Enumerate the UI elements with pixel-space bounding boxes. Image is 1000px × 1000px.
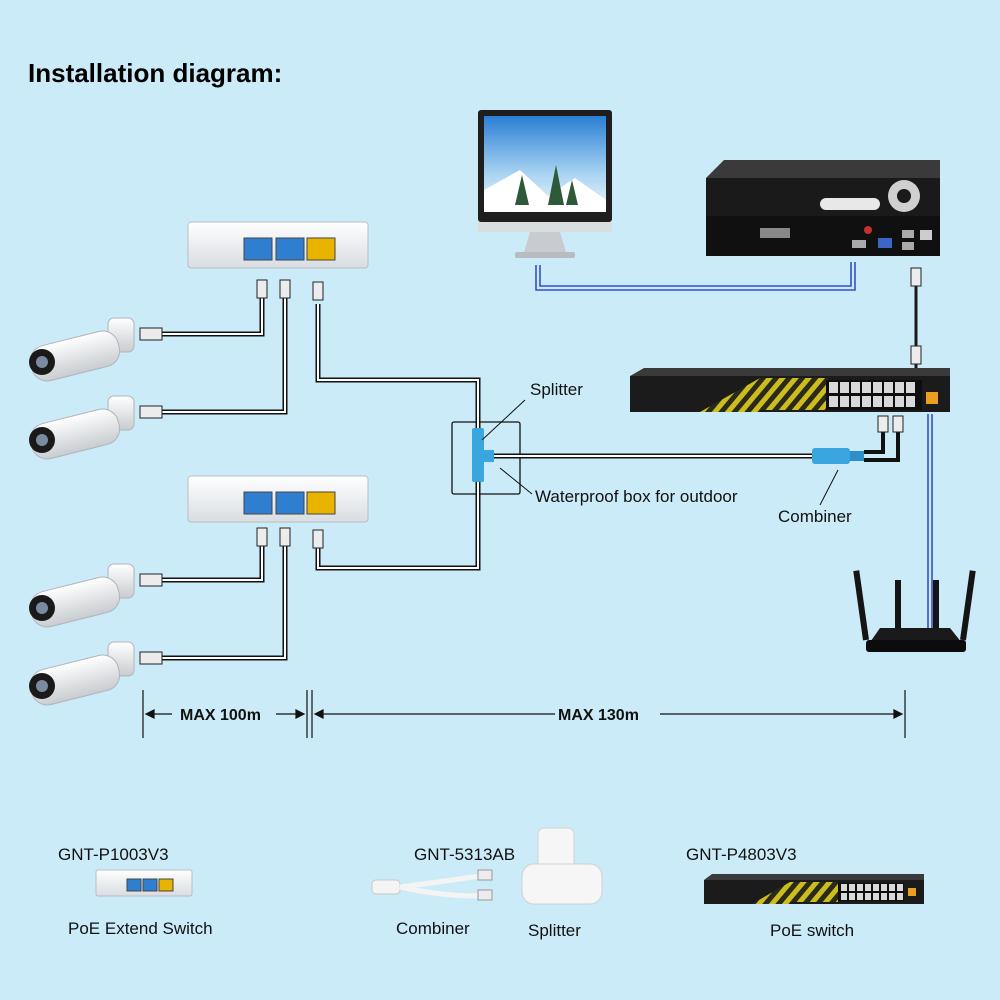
poe-extender-switch-1 [187, 221, 369, 269]
distance-dimensions [142, 690, 906, 738]
poe-switch-product-icon [704, 874, 924, 904]
callout-waterproof-line [499, 467, 533, 495]
camera-icon-2 [29, 395, 163, 460]
product-model-3: GNT-P4803V3 [686, 845, 797, 864]
poe-extend-switch-product-icon [95, 869, 193, 897]
splitter-adapter [472, 428, 494, 482]
camera-cables-2 [160, 527, 324, 661]
product-name-3: PoE switch [770, 921, 854, 940]
label-waterproof-box: Waterproof box for outdoor [535, 487, 738, 506]
splitter-product-icon [521, 827, 603, 905]
label-combiner: Combiner [778, 507, 852, 526]
poe-extender-switch-2 [187, 475, 369, 523]
video-cable [535, 262, 856, 291]
monitor-icon [478, 110, 612, 258]
diagram-title: Installation diagram: [28, 58, 282, 88]
label-max-130m: MAX 130m [558, 707, 639, 724]
label-max-100m: MAX 100m [180, 707, 261, 724]
router-icon [853, 570, 976, 652]
product-name-2a: Combiner [396, 919, 470, 938]
camera-icon-4 [29, 641, 163, 706]
camera-icon-1 [29, 317, 163, 382]
product-model-2: GNT-5313AB [414, 845, 515, 864]
nvr-uplink-cable [910, 267, 922, 368]
nvr-recorder-icon [706, 160, 940, 256]
router-link [927, 414, 933, 628]
extender-cables [315, 304, 481, 571]
camera-icon-3 [29, 563, 163, 628]
callout-splitter-line [481, 399, 526, 441]
label-splitter: Splitter [530, 380, 583, 399]
combiner-product-icon [371, 869, 493, 901]
product-name-2b: Splitter [528, 921, 581, 940]
poe-switch-main [630, 368, 950, 412]
product-model-1: GNT-P1003V3 [58, 845, 169, 864]
callout-combiner-line [819, 469, 839, 506]
camera-cables-1 [160, 279, 324, 415]
switch-ports [829, 382, 915, 407]
combiner-adapter [812, 415, 904, 464]
product-name-1: PoE Extend Switch [68, 919, 213, 938]
